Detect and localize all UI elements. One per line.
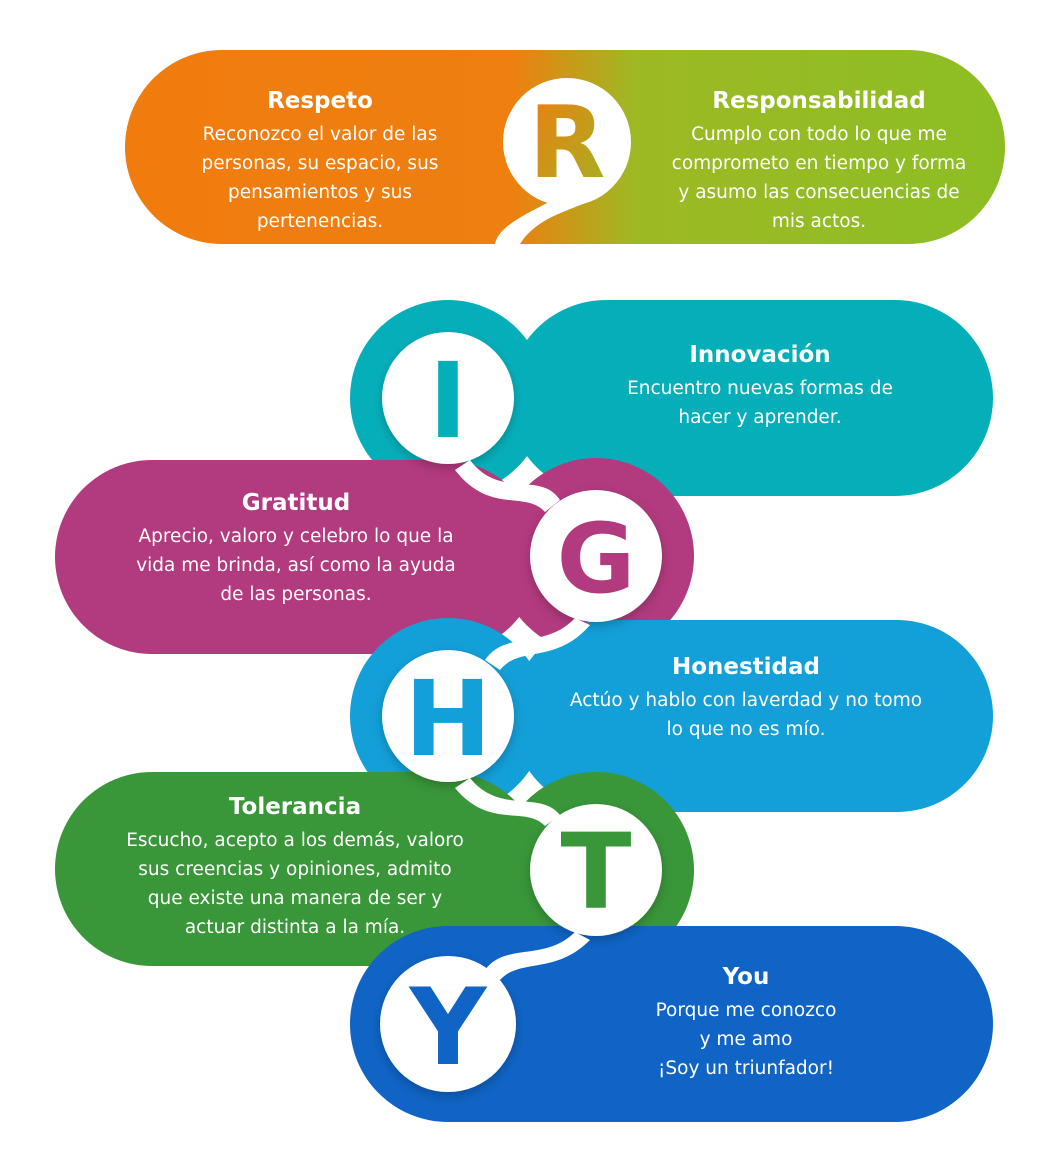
value-description: Encuentro nuevas formas de hacer y apren… bbox=[627, 378, 893, 428]
value-title: Responsabilidad bbox=[712, 88, 926, 114]
connector-g-h bbox=[485, 618, 590, 670]
value-honestidad: Honestidad Actúo y hablo con laverdad y … bbox=[536, 652, 956, 744]
value-description: Actúo y hablo con laverdad y no tomo lo … bbox=[569, 690, 923, 740]
value-tolerancia: Tolerancia Escucho, acepto a los demás, … bbox=[80, 792, 510, 942]
value-title: Tolerancia bbox=[228, 794, 362, 820]
disc-t bbox=[530, 804, 662, 936]
connector-i-g bbox=[455, 460, 560, 512]
disc-y bbox=[380, 956, 516, 1092]
value-description: Reconozco el valor de las personas, su e… bbox=[201, 124, 439, 232]
disc-r bbox=[503, 78, 631, 206]
connector-h-t bbox=[455, 778, 560, 826]
value-you: You Porque me conozco y me amo ¡Soy un t… bbox=[596, 962, 896, 1083]
value-title: Honestidad bbox=[671, 654, 821, 680]
value-title: Innovación bbox=[689, 342, 831, 368]
disc-i bbox=[382, 332, 514, 464]
pill-you bbox=[350, 926, 993, 1122]
letter-h: H bbox=[404, 658, 491, 780]
value-description: Aprecio, valoro y celebro lo que la vida… bbox=[136, 526, 456, 605]
letter-i: I bbox=[429, 340, 468, 462]
disc-g bbox=[530, 490, 662, 622]
connector-t-y bbox=[485, 932, 590, 980]
value-innovacion: Innovación Encuentro nuevas formas de ha… bbox=[570, 340, 950, 432]
value-responsabilidad: Responsabilidad Cumplo con todo lo que m… bbox=[646, 86, 992, 236]
value-description: Porque me conozco y me amo ¡Soy un triun… bbox=[655, 1000, 837, 1079]
letter-r: R bbox=[528, 84, 605, 201]
pill-honestidad bbox=[512, 620, 993, 812]
pill-gratitud bbox=[55, 460, 540, 654]
value-title: Gratitud bbox=[241, 490, 351, 516]
pill-innovacion bbox=[508, 300, 993, 496]
letter-g: G bbox=[557, 503, 636, 615]
letter-y: Y bbox=[408, 966, 488, 1089]
value-description: Cumplo con todo lo que me comprometo en … bbox=[671, 124, 967, 232]
value-title: Respeto bbox=[267, 88, 373, 114]
connector-top-gap bbox=[455, 244, 520, 300]
value-title: You bbox=[722, 964, 770, 990]
pill-tolerancia bbox=[55, 772, 543, 966]
value-gratitud: Gratitud Aprecio, valoro y celebro lo qu… bbox=[86, 488, 506, 609]
value-respeto: Respeto Reconozco el valor de las person… bbox=[150, 86, 490, 236]
letter-t: T bbox=[561, 811, 632, 933]
disc-h bbox=[382, 650, 514, 782]
value-description: Escucho, acepto a los demás, valoro sus … bbox=[126, 830, 464, 938]
